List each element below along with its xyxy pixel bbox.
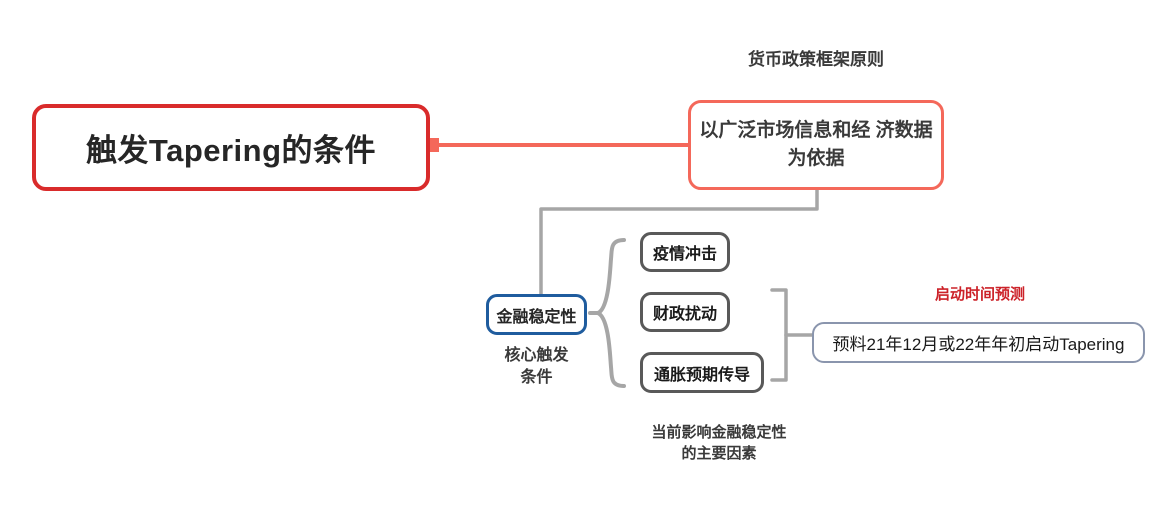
connector-brace-stability-factors: [588, 238, 626, 388]
factor-node-pandemic-shock[interactable]: 疫情冲击: [640, 232, 730, 272]
connector-principle-to-root: [425, 138, 688, 152]
factor-node-inflation-expectation[interactable]: 通胀预期传导: [640, 352, 764, 393]
root-node[interactable]: 触发Tapering的条件: [32, 104, 430, 191]
connector-bracket-factors-forecast: [770, 288, 814, 382]
forecast-node[interactable]: 预料21年12月或22年年初启动Tapering: [812, 322, 1145, 363]
principle-caption: 货币政策框架原则: [748, 50, 884, 69]
stability-node[interactable]: 金融稳定性: [486, 294, 587, 335]
principle-node[interactable]: 以广泛市场信息和经 济数据为依据: [688, 100, 944, 190]
stability-caption: 核心触发 条件: [504, 347, 569, 386]
factors-caption: 当前影响金融稳定性 的主要因素: [651, 424, 787, 462]
forecast-caption: 启动时间预测: [934, 286, 1025, 303]
factor-node-fiscal-disturbance[interactable]: 财政扰动: [640, 292, 730, 332]
